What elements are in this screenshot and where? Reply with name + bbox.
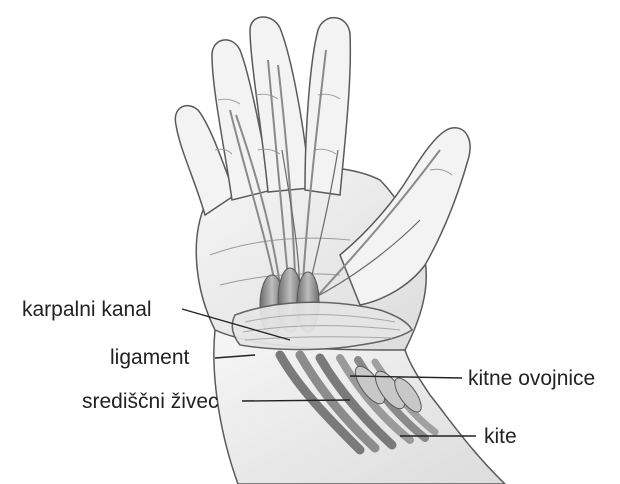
label-tendons: kite <box>484 425 517 448</box>
leader-median-nerve <box>242 400 350 401</box>
label-ligament: ligament <box>110 346 190 369</box>
label-tendon-sheaths: kitne ovojnice <box>468 367 595 390</box>
label-median-nerve: središčni živec <box>82 390 219 413</box>
label-carpal-tunnel: karpalni kanal <box>22 298 152 321</box>
